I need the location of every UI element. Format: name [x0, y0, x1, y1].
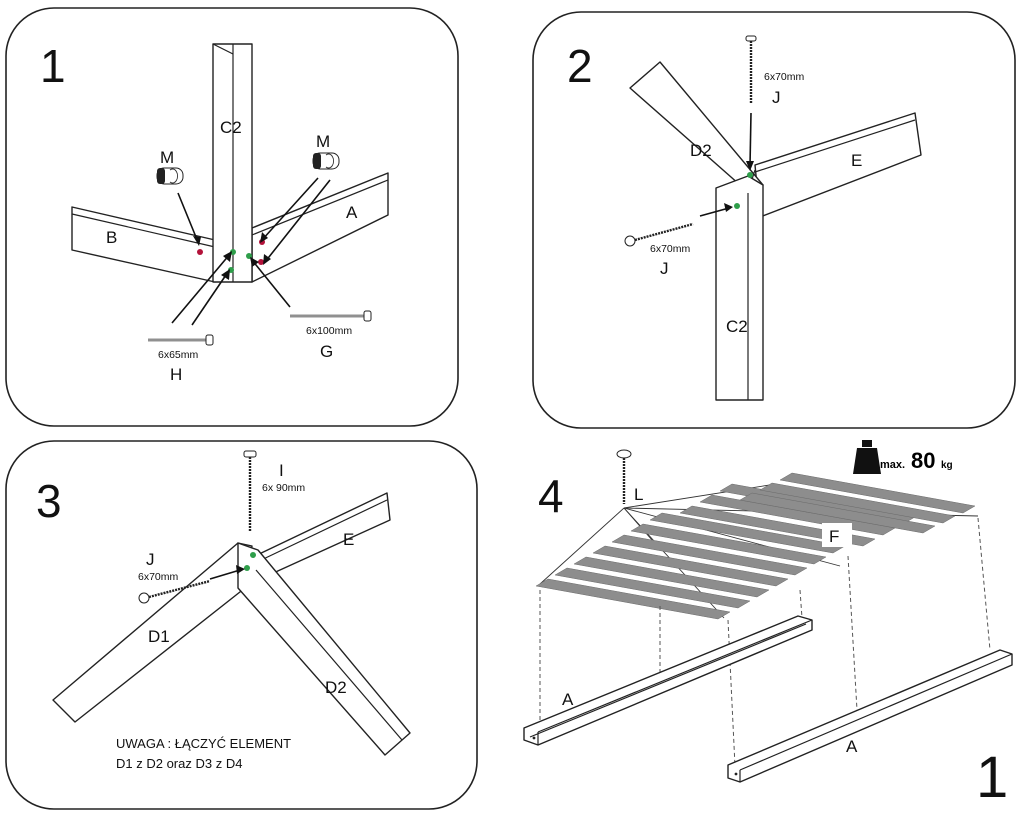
arrow-m-right-2 [264, 179, 331, 263]
step-number-4: 4 [538, 470, 564, 522]
rail-a-left [523, 615, 813, 746]
screw-icon [616, 449, 632, 504]
arrow-j [209, 569, 241, 580]
label-i: I [279, 461, 284, 480]
warning-note-line-1: UWAGA : ŁĄCZYĆ ELEMENT [116, 736, 291, 751]
label-b: B [106, 228, 117, 247]
size-i: 6x 90mm [262, 482, 305, 494]
label-l: L [634, 485, 643, 504]
slat [611, 534, 808, 576]
size-g: 6x100mm [306, 325, 352, 337]
marker-hole-red [197, 249, 203, 255]
panel-2-frame [532, 11, 1016, 429]
barrel-nut-icon [312, 152, 340, 170]
slat [739, 492, 936, 534]
size-j: 6x70mm [138, 571, 179, 583]
slat [554, 567, 751, 609]
barrel-nut-icon [156, 167, 184, 185]
screw-icon [243, 450, 257, 532]
panel-3: 3 E D1 D2 I 6x 90mm J 6x70mm UWAGA : ŁĄC… [5, 440, 478, 810]
rail-a-right [727, 649, 1013, 783]
label-g: G [320, 342, 333, 361]
slat [573, 556, 770, 598]
label-c2: C2 [726, 317, 748, 336]
label-a-right: A [846, 737, 858, 756]
label-a: A [346, 203, 358, 222]
marker-hole-green [244, 565, 250, 571]
weight-value: 80 [911, 448, 935, 473]
label-f-bg [822, 523, 852, 547]
slat [779, 472, 976, 514]
label-c2: C2 [220, 118, 242, 137]
label-e: E [343, 530, 354, 549]
arrow-j-left [699, 207, 730, 217]
marker-hole-red [258, 259, 264, 265]
page-number: 1 [976, 745, 1008, 810]
step-number-2: 2 [567, 40, 593, 92]
slat [592, 545, 789, 587]
label-d2: D2 [690, 141, 712, 160]
arrow-h-1 [171, 253, 231, 324]
slats-f [535, 472, 976, 620]
warning-note-line-2: D1 z D2 oraz D3 z D4 [116, 756, 242, 771]
bolt-icon [148, 334, 214, 346]
slat [630, 523, 827, 565]
slat [535, 578, 731, 620]
label-e: E [851, 151, 862, 170]
panel-4: 4 max. 80 kg L [523, 440, 1013, 783]
label-h: H [170, 365, 182, 384]
size-j-top: 6x70mm [764, 71, 805, 83]
step-number-3: 3 [36, 475, 62, 527]
label-d2: D2 [325, 678, 347, 697]
marker-hole-green [734, 203, 740, 209]
label-f: F [829, 527, 839, 546]
post-c2 [715, 175, 764, 401]
screw-icon [138, 579, 211, 604]
weight-icon [853, 440, 881, 474]
step-number-1: 1 [40, 40, 66, 92]
screw-icon [745, 35, 757, 104]
label-m-left: M [160, 148, 174, 167]
arrow-m-right-1 [261, 177, 319, 241]
arrow-h-2 [191, 271, 229, 326]
arrow-j-top [749, 112, 752, 167]
label-a-left: A [562, 690, 574, 709]
arrow-m-left [177, 192, 199, 243]
marker-hole-green [250, 552, 256, 558]
label-j-left: J [660, 259, 669, 278]
slat [759, 482, 956, 524]
screw-icon [624, 222, 694, 247]
weight-prefix: max. [880, 459, 905, 471]
panel-2: 2 D2 E C2 6x70mm J 6x70mm J [532, 11, 1016, 429]
label-j: J [146, 550, 155, 569]
board-d1 [52, 542, 253, 723]
arrow-g [251, 259, 291, 308]
weight-unit: kg [941, 460, 953, 471]
panel-3-frame [5, 440, 478, 810]
label-m-right: M [316, 132, 330, 151]
size-h: 6x65mm [158, 349, 199, 361]
label-d1: D1 [148, 627, 170, 646]
size-j-left: 6x70mm [650, 243, 691, 255]
panel-1: 1 C2 B A M M [5, 7, 459, 427]
label-j-top: J [772, 88, 781, 107]
marker-hole-green [747, 172, 753, 178]
bolt-icon [290, 310, 372, 322]
